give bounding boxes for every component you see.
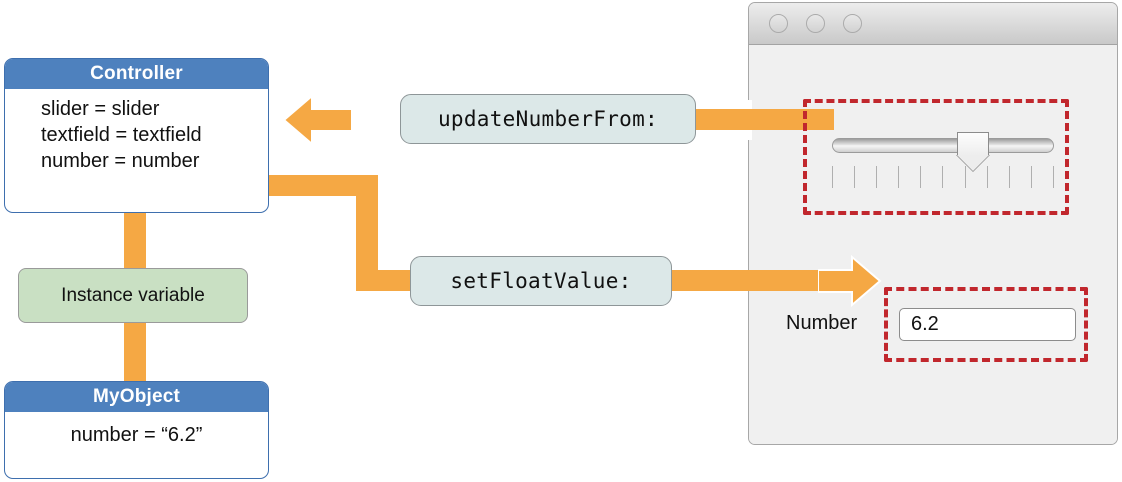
instance-variable-note: Instance variable bbox=[18, 268, 248, 323]
controller-class-box[interactable]: Controller slider = slider textfield = t… bbox=[4, 58, 269, 213]
window-titlebar[interactable] bbox=[749, 3, 1117, 45]
controller-box-title: Controller bbox=[5, 59, 268, 89]
slider-tick bbox=[964, 166, 966, 188]
slider-tick bbox=[1052, 166, 1054, 188]
slider-tick bbox=[1030, 166, 1032, 188]
connector-controller-elbow-horizontal-top bbox=[265, 175, 378, 196]
slider-thumb[interactable] bbox=[956, 132, 990, 172]
number-field-highlight-box bbox=[884, 287, 1088, 362]
slider-ticks bbox=[832, 166, 1054, 188]
slider-tick bbox=[898, 166, 900, 188]
controller-line-number: number = number bbox=[41, 150, 200, 172]
controller-line-slider: slider = slider bbox=[41, 98, 160, 120]
instance-variable-label: Instance variable bbox=[61, 284, 205, 306]
zoom-button-icon[interactable] bbox=[843, 14, 862, 33]
update-number-from-label: updateNumberFrom: bbox=[437, 107, 659, 131]
close-button-icon[interactable] bbox=[769, 14, 788, 33]
set-float-value-arrow bbox=[818, 254, 882, 308]
number-text-field[interactable]: 6.2 bbox=[899, 308, 1076, 341]
update-number-from-pill[interactable]: updateNumberFrom: bbox=[400, 94, 696, 144]
slider-tick bbox=[854, 166, 856, 188]
slider-track[interactable] bbox=[832, 138, 1054, 153]
number-text-field-value: 6.2 bbox=[911, 313, 939, 335]
slider-tick bbox=[986, 166, 988, 188]
slider-tick bbox=[942, 166, 944, 188]
set-float-value-pill[interactable]: setFloatValue: bbox=[410, 256, 672, 306]
slider-tick bbox=[832, 166, 833, 188]
myobject-box-body: number = “6.2” bbox=[5, 412, 268, 458]
number-slider[interactable] bbox=[832, 132, 1054, 190]
slider-tick bbox=[1008, 166, 1010, 188]
connector-controller-elbow-horizontal-bottom bbox=[356, 270, 426, 291]
update-number-from-arrow bbox=[282, 94, 352, 146]
connector-setfloat-to-textfield bbox=[660, 270, 850, 291]
controller-line-textfield: textfield = textfield bbox=[41, 124, 202, 146]
app-window[interactable] bbox=[748, 2, 1118, 445]
slider-tick bbox=[920, 166, 922, 188]
number-field-label: Number bbox=[786, 312, 858, 334]
myobject-line-number: number = “6.2” bbox=[70, 424, 203, 446]
set-float-value-label: setFloatValue: bbox=[450, 269, 632, 293]
minimize-button-icon[interactable] bbox=[806, 14, 825, 33]
slider-tick bbox=[876, 166, 878, 188]
connector-controller-elbow-vertical bbox=[356, 175, 378, 282]
controller-box-body: slider = slider textfield = textfield nu… bbox=[5, 89, 268, 182]
slider-highlight-box bbox=[803, 99, 1069, 215]
myobject-box-title: MyObject bbox=[5, 382, 268, 412]
myobject-class-box[interactable]: MyObject number = “6.2” bbox=[4, 381, 269, 479]
